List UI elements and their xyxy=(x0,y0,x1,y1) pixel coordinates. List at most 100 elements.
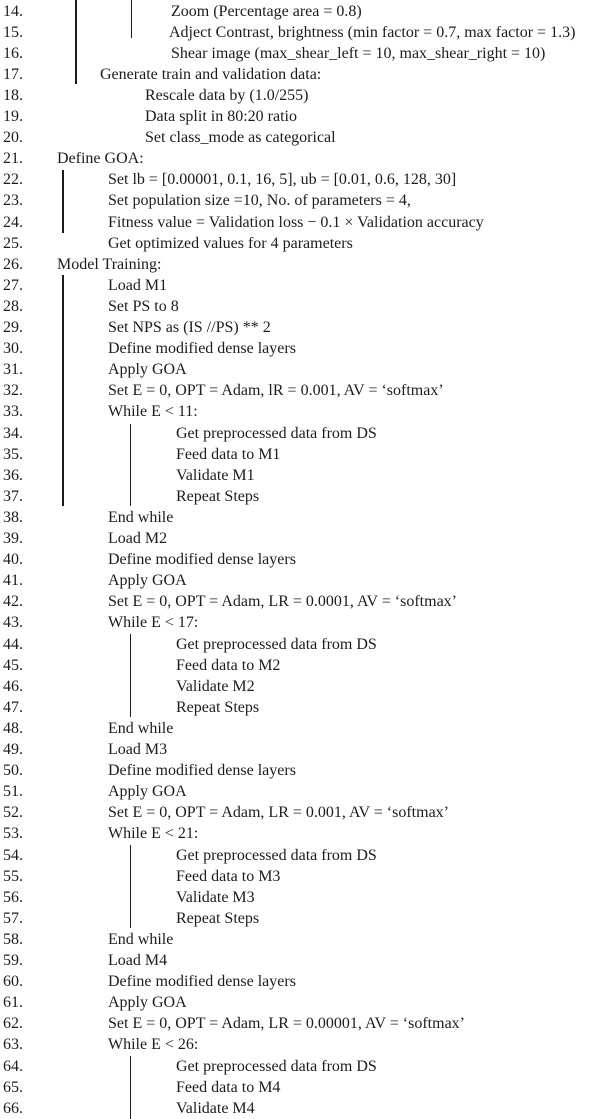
code-line: 17.Generate train and validation data: xyxy=(0,64,604,85)
line-text: Define modified dense layers xyxy=(108,762,296,780)
line-number: 52. xyxy=(3,804,23,822)
line-text: Define GOA: xyxy=(57,150,144,168)
code-line: 48.End while xyxy=(0,718,604,739)
line-text: Repeat Steps xyxy=(176,487,260,505)
line-number: 25. xyxy=(3,234,23,252)
code-line: 14.Zoom (Percentage area = 0.8) xyxy=(0,1,604,22)
line-text: Set E = 0, OPT = Adam, LR = 0.0001, AV =… xyxy=(108,593,457,611)
line-text: Validate M4 xyxy=(176,1099,255,1117)
code-line: 65.Feed data to M4 xyxy=(0,1077,604,1098)
line-text: Apply GOA xyxy=(108,572,187,590)
code-line: 15. Adject Contrast, brightness (min fact… xyxy=(0,22,604,43)
code-line: 36. Validate M1 xyxy=(0,465,604,486)
line-text: Apply GOA xyxy=(108,994,187,1012)
code-line: 26. Model Training: xyxy=(0,254,604,275)
block-rule xyxy=(75,0,77,84)
line-text: Define modified dense layers xyxy=(108,551,296,569)
line-number: 35. xyxy=(3,445,23,463)
code-line: 52. Set E = 0, OPT = Adam, LR = 0.001, AV… xyxy=(0,802,604,823)
code-line: 31.Apply GOA xyxy=(0,359,604,380)
code-line: 54. Get preprocessed data from DS xyxy=(0,845,604,866)
line-number: 26. xyxy=(3,255,23,273)
code-line: 44.Get preprocessed data from DS xyxy=(0,634,604,655)
code-line: 16. Shear image (max_shear_left = 10, max… xyxy=(0,43,604,64)
line-number: 66. xyxy=(3,1099,23,1117)
line-number: 17. xyxy=(3,65,23,83)
code-line: 25.Get optimized values for 4 parameters xyxy=(0,233,604,254)
block-rule xyxy=(129,845,131,928)
line-number: 45. xyxy=(3,656,23,674)
line-number: 61. xyxy=(3,994,23,1012)
line-text: Load M1 xyxy=(108,276,168,294)
line-number: 62. xyxy=(3,1015,23,1033)
line-number: 33. xyxy=(3,403,23,421)
line-number: 39. xyxy=(3,530,23,547)
code-line: 50.Define modified dense layers xyxy=(0,760,604,781)
line-text: Get preprocessed data from DS xyxy=(176,846,377,864)
line-text: While E < 26: xyxy=(108,1036,199,1054)
line-text: Shear image (max_shear_left = 10, max_sh… xyxy=(171,44,546,62)
line-text: Set class_mode as categorical xyxy=(145,129,336,147)
code-line: 66. Validate M4 xyxy=(0,1098,604,1119)
code-line: 61. Apply GOA xyxy=(0,992,604,1013)
line-text: While E < 21: xyxy=(108,825,199,843)
block-rule xyxy=(130,0,132,38)
code-line: 43. While E < 17: xyxy=(0,612,604,633)
line-number: 54. xyxy=(3,846,23,864)
line-number: 23. xyxy=(3,192,23,210)
line-text: Apply GOA xyxy=(108,783,187,801)
line-text: While E < 17: xyxy=(108,614,199,632)
line-number: 30. xyxy=(3,340,23,358)
block-rule xyxy=(129,634,131,717)
line-number: 28. xyxy=(3,297,23,315)
line-number: 49. xyxy=(3,741,23,758)
line-number: 34. xyxy=(3,424,23,442)
block-rule xyxy=(62,275,64,506)
line-number: 44. xyxy=(3,635,23,653)
line-number: 43. xyxy=(3,614,23,632)
line-text: Feed data to M3 xyxy=(176,867,281,885)
line-text: Set E = 0, OPT = Adam, LR = 0.001, AV = … xyxy=(108,804,449,822)
line-text: Model Training: xyxy=(57,255,162,273)
line-number: 21. xyxy=(3,150,23,168)
block-rule xyxy=(129,424,131,506)
line-number: 59. xyxy=(3,952,23,969)
code-line: 28. Set PS to 8 xyxy=(0,296,604,317)
block-rule xyxy=(129,1056,131,1119)
code-line: 21. Define GOA: xyxy=(0,148,604,169)
line-text: While E < 11: xyxy=(108,403,198,421)
code-line: 23.Set population size =10, No. of param… xyxy=(0,190,604,211)
code-line: 49. Load M3 xyxy=(0,739,604,760)
line-number: 46. xyxy=(3,677,23,695)
line-text: Get preprocessed data from DS xyxy=(176,1057,377,1075)
line-text: Load M3 xyxy=(108,741,168,758)
line-number: 22. xyxy=(3,171,23,189)
line-text: Set PS to 8 xyxy=(108,297,179,315)
line-number: 55. xyxy=(3,867,23,885)
line-number: 36. xyxy=(3,466,23,484)
line-number: 16. xyxy=(3,44,23,62)
line-number: 24. xyxy=(3,213,23,231)
code-line: 38.End while xyxy=(0,507,604,528)
code-line: 40. Define modified dense layers xyxy=(0,549,604,570)
line-number: 41. xyxy=(3,572,23,590)
line-number: 19. xyxy=(3,108,23,125)
line-text: Adject Contrast, brightness (min factor … xyxy=(169,23,576,41)
code-line: 32.Set E = 0, OPT = Adam, lR = 0.001, AV… xyxy=(0,380,604,401)
line-number: 42. xyxy=(3,593,23,611)
line-text: Feed data to M1 xyxy=(176,445,281,463)
line-number: 64. xyxy=(3,1057,23,1075)
code-line: 34.Get preprocessed data from DS xyxy=(0,423,604,444)
code-line: 45.Feed data to M2 xyxy=(0,655,604,676)
line-text: Load M4 xyxy=(108,952,168,969)
line-number: 15. xyxy=(3,23,23,41)
code-line: 18.Rescale data by (1.0/255) xyxy=(0,85,604,106)
line-number: 18. xyxy=(3,86,23,104)
line-number: 40. xyxy=(3,551,23,569)
line-text: Set E = 0, OPT = Adam, lR = 0.001, AV = … xyxy=(108,382,444,400)
code-line: 22.Set lb = [0.00001, 0.1, 16, 5], ub = … xyxy=(0,169,604,190)
code-line: 37.Repeat Steps xyxy=(0,486,604,507)
line-text: Repeat Steps xyxy=(176,698,260,716)
line-text: Validate M1 xyxy=(176,466,255,484)
